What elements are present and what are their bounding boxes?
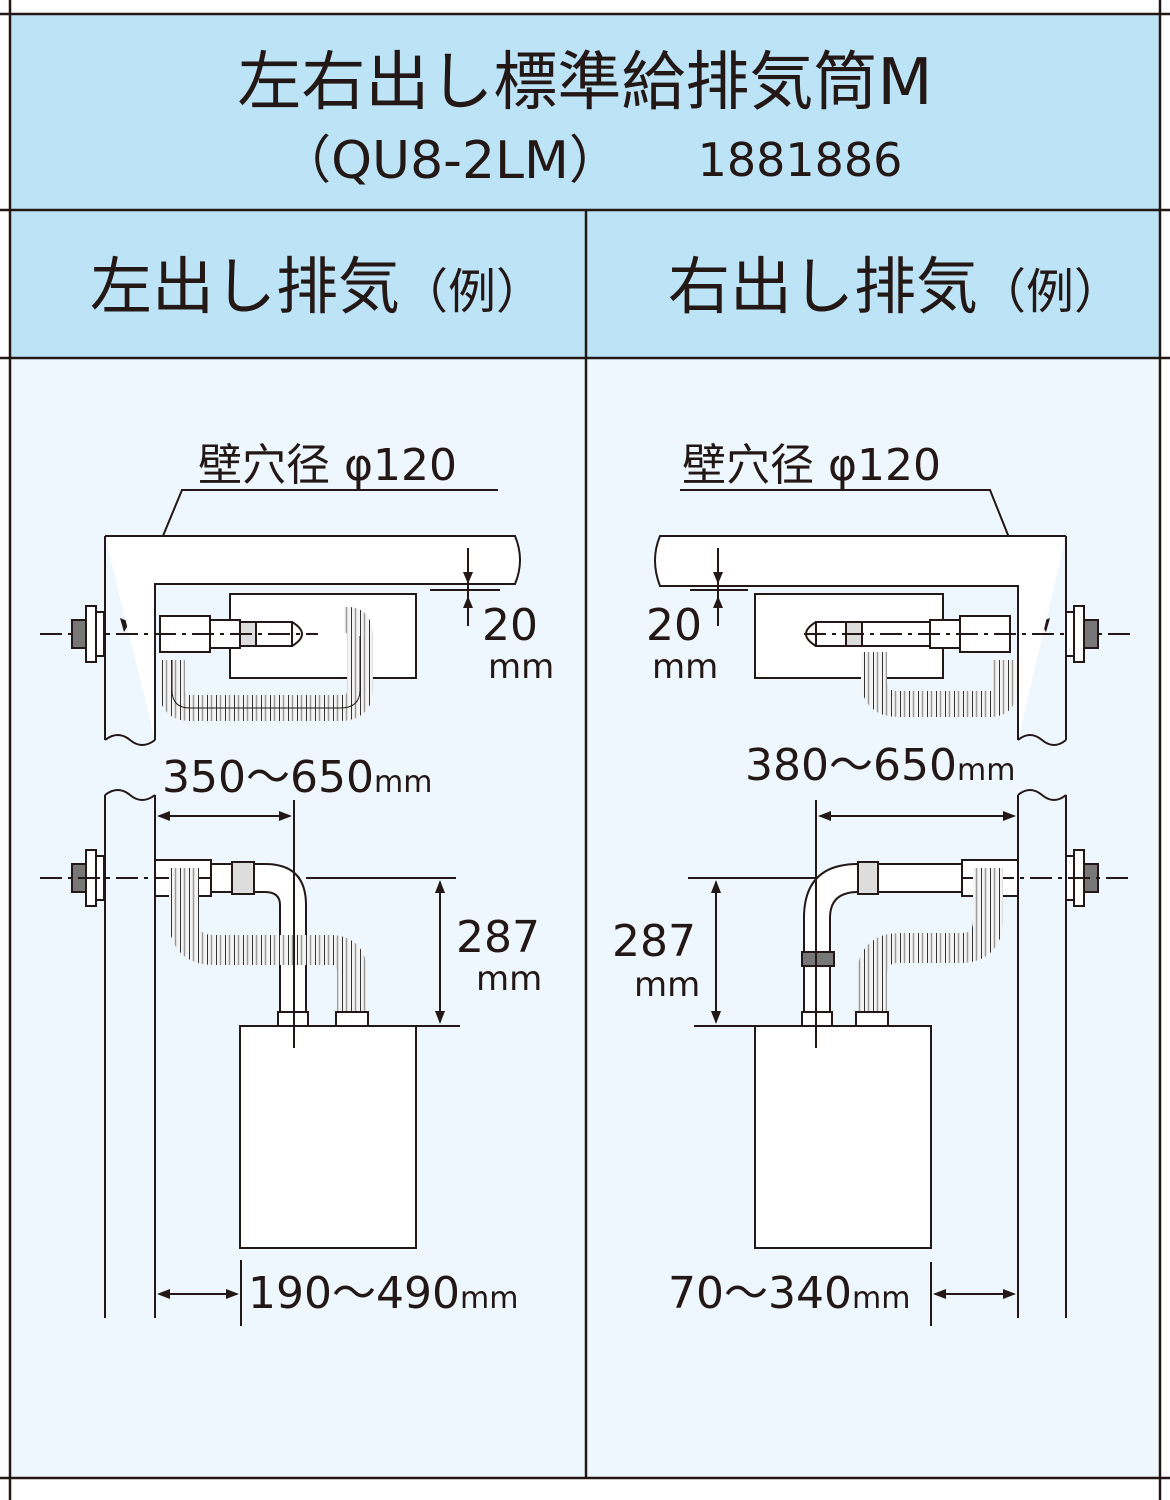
left-span-label: 350〜650mm — [162, 752, 432, 803]
left-offset-label: 190〜490mm — [248, 1268, 518, 1319]
left-panel-diagram: 壁穴径 φ120 — [40, 440, 554, 1326]
header-band — [10, 14, 1160, 210]
right-panel-heading: 右出し排気（例） — [668, 250, 1122, 323]
left-height-value: 287 — [456, 912, 540, 963]
right-gap-unit: mm — [652, 647, 718, 687]
left-front-view — [40, 789, 460, 1326]
right-hole-diameter-label: 壁穴径 φ120 — [682, 440, 941, 491]
left-top-view — [40, 535, 521, 746]
left-gap-value: 20 — [482, 600, 538, 651]
right-height-value: 287 — [612, 916, 696, 967]
right-gap-value: 20 — [646, 600, 702, 651]
left-gap-unit: mm — [488, 647, 554, 687]
right-height-unit: mm — [634, 965, 700, 1005]
right-front-view — [688, 789, 1134, 1326]
product-code: 1881886 — [698, 133, 903, 187]
left-hole-diameter-label: 壁穴径 φ120 — [198, 440, 457, 491]
model-number: （QU8-2LM） — [279, 131, 621, 191]
right-offset-label: 70〜340mm — [668, 1268, 910, 1319]
left-panel-heading: 左出し排気（例） — [90, 250, 544, 323]
right-top-view — [654, 535, 1134, 746]
product-title: 左右出し標準給排気筒M — [237, 46, 932, 120]
right-panel-diagram: 壁穴径 φ120 20 mm — [612, 440, 1134, 1326]
left-height-unit: mm — [476, 959, 542, 999]
right-span-label: 380〜650mm — [745, 740, 1015, 791]
